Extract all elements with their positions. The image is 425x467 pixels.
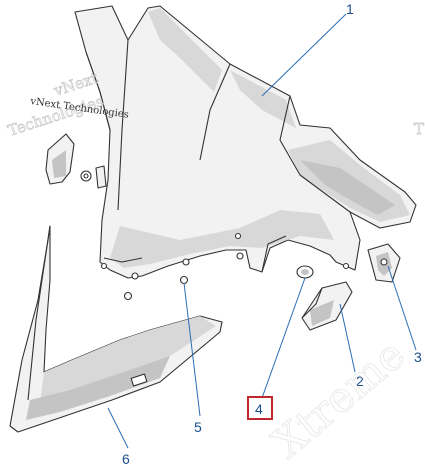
part-1-windshield — [74, 5, 417, 280]
callout-2: 2 — [356, 373, 364, 389]
watermark-bottom-right: Xtreme — [263, 330, 414, 467]
callout-labels: 1 2 3 4 5 6 — [122, 1, 422, 467]
callout-1: 1 — [346, 1, 354, 17]
callout-6: 6 — [122, 451, 130, 467]
watermark-edge-fragment: T — [414, 120, 424, 138]
callout-4: 4 — [255, 401, 263, 417]
part-6-side-panel — [9, 225, 223, 433]
part-2-bracket — [301, 281, 353, 331]
clip-bracket-left — [45, 133, 107, 189]
part-5-hardware — [123, 275, 189, 301]
callout-3: 3 — [414, 349, 422, 365]
leader-lines — [107, 13, 417, 449]
callout-5: 5 — [194, 419, 202, 435]
callout-4-highlight-box — [247, 396, 273, 420]
part-4-grommet — [296, 265, 314, 279]
part-3-clip — [367, 243, 401, 283]
